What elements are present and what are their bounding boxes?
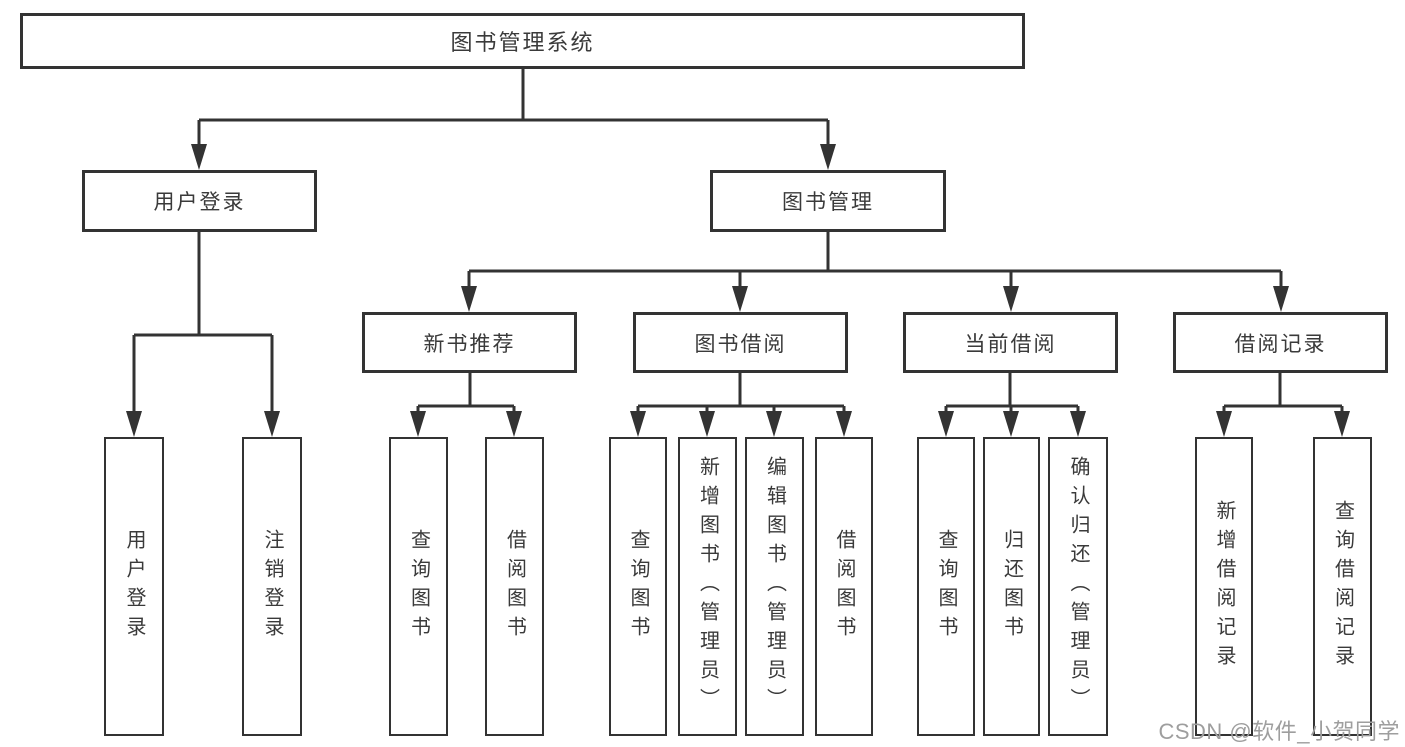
leaf-query-books-recommend: 查询图书 (389, 437, 448, 736)
node-borrow-records: 借阅记录 (1173, 312, 1388, 373)
leaf-borrow-books: 借阅图书 (815, 437, 873, 736)
leaf-add-book-admin: 新增图书（管理员） (678, 437, 737, 736)
node-book-borrow-label: 图书借阅 (694, 332, 787, 356)
leaf-query-books-current-label: 查询图书 (935, 528, 957, 645)
leaf-query-borrow-record-label: 查询借阅记录 (1331, 499, 1354, 674)
leaf-query-books-current: 查询图书 (917, 437, 975, 736)
leaf-query-books-borrow-label: 查询图书 (627, 528, 649, 645)
node-root-system-label: 图书管理系统 (450, 30, 595, 55)
node-current-borrow-label: 当前借阅 (964, 332, 1057, 356)
node-book-management-label: 图书管理 (782, 191, 874, 214)
node-current-borrow: 当前借阅 (903, 312, 1118, 373)
node-root-system: 图书管理系统 (20, 13, 1025, 69)
leaf-add-book-admin-label: 新增图书（管理员） (696, 456, 719, 717)
connector-root-split (197, 69, 830, 146)
leaf-edit-book-admin: 编辑图书（管理员） (745, 437, 804, 736)
node-new-book-recommend: 新书推荐 (362, 312, 577, 373)
connector-book-borrow-split (636, 373, 846, 413)
leaf-query-borrow-record: 查询借阅记录 (1313, 437, 1372, 736)
connector-user-login-split (132, 232, 274, 413)
leaf-logout-label: 注销登录 (261, 528, 283, 645)
leaf-confirm-return-admin: 确认归还（管理员） (1048, 437, 1108, 736)
leaf-query-books-recommend-label: 查询图书 (407, 528, 430, 645)
node-user-login: 用户登录 (82, 170, 317, 232)
connector-book-management-split (467, 232, 1283, 288)
leaf-borrow-books-recommend-label: 借阅图书 (503, 528, 526, 645)
leaf-add-borrow-record: 新增借阅记录 (1195, 437, 1253, 736)
node-new-book-recommend-label: 新书推荐 (423, 332, 516, 356)
leaf-return-book: 归还图书 (983, 437, 1040, 736)
node-book-management: 图书管理 (710, 170, 946, 232)
leaf-borrow-books-label: 借阅图书 (833, 528, 855, 645)
leaf-return-book-label: 归还图书 (1000, 528, 1023, 645)
leaf-query-books-borrow: 查询图书 (609, 437, 667, 736)
connector-current-borrow-split (944, 373, 1080, 413)
node-user-login-label: 用户登录 (153, 191, 246, 214)
node-borrow-records-label: 借阅记录 (1234, 332, 1327, 356)
connector-borrow-records-split (1222, 373, 1344, 413)
leaf-edit-book-admin-label: 编辑图书（管理员） (763, 456, 786, 717)
connector-new-book-split (416, 373, 516, 413)
node-book-borrow: 图书借阅 (633, 312, 848, 373)
leaf-confirm-return-admin-label: 确认归还（管理员） (1067, 456, 1089, 717)
leaf-user-login-label: 用户登录 (123, 528, 145, 645)
leaf-logout: 注销登录 (242, 437, 302, 736)
leaf-add-borrow-record-label: 新增借阅记录 (1213, 499, 1235, 674)
csdn-watermark: CSDN @软件_小贺同学 (1158, 719, 1400, 744)
leaf-user-login: 用户登录 (104, 437, 164, 736)
leaf-borrow-books-recommend: 借阅图书 (485, 437, 544, 736)
